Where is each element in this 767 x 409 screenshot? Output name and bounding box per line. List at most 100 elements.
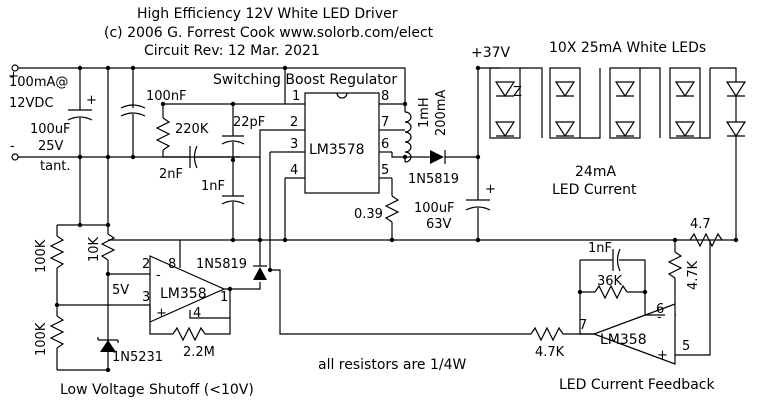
r-2-2m-label: 2.2M [183,345,215,360]
led-5 [614,81,636,98]
c-in-voltage: 25V [38,139,64,154]
led-3 [554,81,576,98]
c-in-plus: + [86,93,97,108]
svg-text:3: 3 [290,137,298,152]
svg-text:Z: Z [513,85,522,100]
r-220k [155,117,171,151]
shutoff-section-label: Low Voltage Shutoff (<10V) [60,382,254,398]
output-voltage-label: +37V [471,45,511,61]
c-out-value: 100uF [414,201,455,216]
zener-diode [100,340,116,352]
led-8 [674,121,696,138]
lm358-u2 [149,255,226,323]
c-22p-label: 22pF [233,115,265,130]
c-in-type: tant. [40,159,71,174]
lm3578-notch [336,92,348,99]
led-1: Z [494,81,522,100]
svg-text:2: 2 [290,115,298,130]
feedback-section: LED Current Feedback 4.7 4.7K 1nF 36K LM… [270,217,723,393]
led-6 [614,121,636,138]
r-100k-b-label: 100K [34,322,49,356]
svg-text:-: - [156,268,161,283]
v-5v-label: 5V [112,283,129,298]
svg-text:1: 1 [220,290,228,305]
input-current-label: 100mA@ [9,75,68,90]
positive-rail-wire [18,67,406,104]
led-10 [725,121,747,138]
r-36k [594,284,628,300]
l1-current: 200mA [434,90,449,136]
svg-text:1: 1 [292,89,300,104]
zener-label: 1N5231 [112,350,163,365]
title-line-3: Circuit Rev: 12 Mar. 2021 [144,43,320,59]
diode-d1 [430,150,444,164]
l1-value: 1mH [417,97,432,128]
c-out-plus: + [485,182,496,197]
svg-text:4: 4 [193,306,201,321]
d1-label: 1N5819 [408,172,459,187]
r-47k-a [530,326,564,342]
r-10k [100,233,116,261]
r-47k-b-label: 4.7K [686,260,701,290]
lm3578-label: LM3578 [309,142,365,158]
c-out-voltage: 63V [426,217,452,232]
svg-text:8: 8 [381,89,389,104]
svg-text:+: + [156,306,167,321]
led-7 [674,81,696,98]
c-in-plate-bottom [67,116,93,121]
junction-dots [54,65,739,373]
r-sense-label: 0.39 [354,207,383,222]
svg-text:8: 8 [168,257,176,272]
svg-text:5: 5 [682,339,690,354]
r-100k-a [49,235,65,269]
c-1n-a-label: 1nF [201,179,225,194]
diode-d2 [253,267,267,280]
r-10k-label: 10K [87,236,102,262]
input-voltage-label: 12VDC [9,96,54,111]
input-plus-sign: + [8,69,19,84]
svg-text:+: + [657,348,668,363]
r-47k-b [667,251,683,279]
r-2-2m [172,326,206,342]
r-100k-a-label: 100K [34,239,49,273]
svg-text:-: - [657,310,662,325]
boost-regulator-section: Switching Boost Regulator LM3578 1 2 3 4… [108,68,736,270]
c-1n-b-label: 1nF [588,241,612,256]
title-line-1: High Efficiency 12V White LED Driver [137,6,398,22]
title-line-2: (c) 2006 G. Forrest Cook www.solorb.com/… [104,25,434,41]
r-47-label: 4.7 [690,217,711,232]
led-array-section: +37V 10X 25mA White LEDs Z [471,40,747,240]
svg-text:6: 6 [656,302,664,317]
input-minus-sign: - [10,139,15,154]
d2-label: 1N5819 [196,257,247,272]
led-4 [554,121,576,138]
led-current-label: LED Current [552,182,637,198]
svg-text:6: 6 [381,137,389,152]
boost-section-label: Switching Boost Regulator [213,72,397,88]
lm3578-ic [304,92,380,194]
r-sense-039 [384,195,400,223]
r-36k-label: 36K [597,274,623,289]
svg-text:3: 3 [142,290,150,305]
led-current-value: 24mA [575,164,616,180]
lm358-u3 [592,303,676,365]
r-47k-a-label: 4.7K [535,345,565,360]
r-220k-label: 220K [175,122,209,137]
input-section: 100mA@ 12VDC + - + 100uF 25V tant. 100nF [8,64,406,225]
c-in-value: 100uF [30,122,71,137]
lm358-u3-label: LM358 [600,332,647,348]
shutoff-section: Low Voltage Shutoff (<10V) 100K 100K 10K… [34,224,267,398]
svg-text:7: 7 [381,115,389,130]
led-9 [725,81,747,98]
svg-text:5: 5 [381,163,389,178]
resistors-note: all resistors are 1/4W [318,357,467,373]
led-2 [494,121,516,138]
svg-text:7: 7 [579,318,587,333]
svg-text:2: 2 [142,257,150,272]
input-minus-terminal [11,153,19,161]
c-100n-label: 100nF [146,89,187,104]
svg-text:4: 4 [290,163,298,178]
feedback-section-label: LED Current Feedback [559,377,715,393]
c-2n-label: 2nF [159,167,183,182]
